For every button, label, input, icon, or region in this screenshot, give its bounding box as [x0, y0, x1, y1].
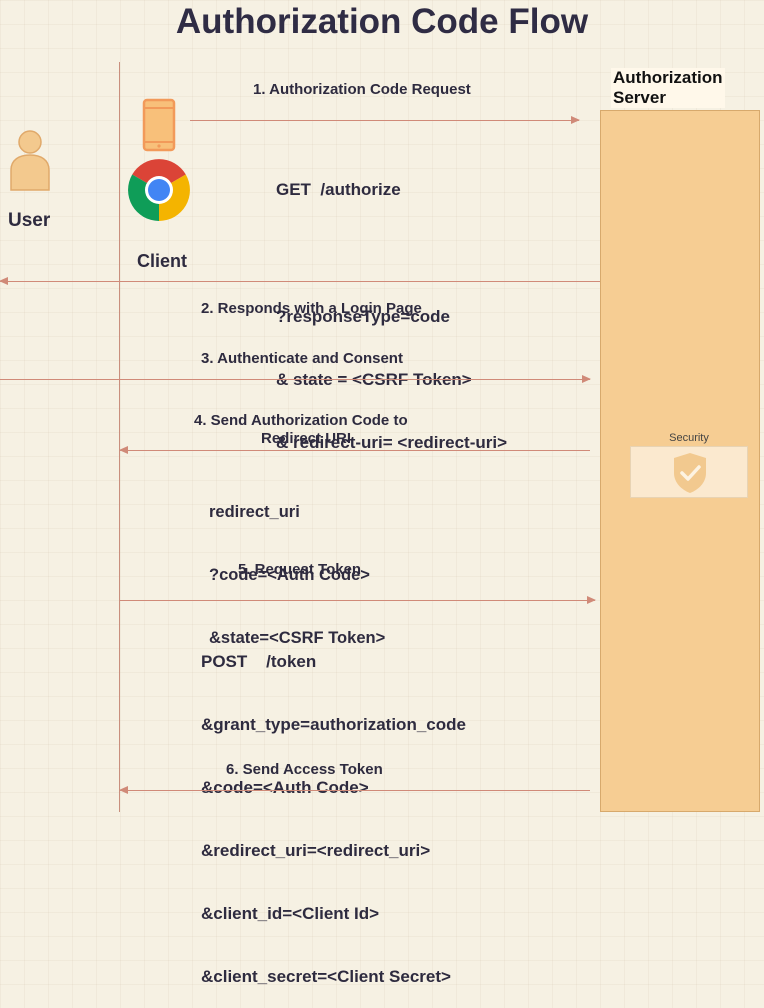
token-line-client-secret: &client_secret=<Client Secret> — [201, 967, 451, 986]
step-2-arrow — [0, 277, 600, 285]
phone-icon — [142, 98, 176, 152]
person-icon — [10, 130, 50, 191]
authorize-request-block: GET /authorize ?responseType=code & stat… — [276, 137, 507, 474]
security-label: Security — [669, 432, 709, 444]
step-6-label: 6. Send Access Token — [226, 761, 383, 778]
diagram-title: Authorization Code Flow — [175, 2, 589, 41]
request-line-get: GET /authorize — [276, 180, 401, 199]
step-4-label-line2: Redirect URI — [261, 430, 352, 447]
request-line-redirect-uri: & redirect-uri= <redirect-uri> — [276, 433, 508, 452]
step-6-arrow — [119, 786, 590, 794]
step-4-arrow — [119, 446, 590, 454]
redirect-line-uri: redirect_uri — [209, 503, 300, 521]
redirect-line-code: ?code=<Auth Code> — [209, 566, 370, 584]
token-request-block: POST /token &grant_type=authorization_co… — [201, 609, 466, 1008]
server-label-line1: Authorization — [613, 68, 723, 87]
step-3-label: 3. Authenticate and Consent — [201, 350, 403, 367]
step-4-label-line1: 4. Send Authorization Code to — [194, 412, 408, 429]
redirect-line-state: &state=<CSRF Token> — [209, 629, 386, 647]
server-label-line2: Server — [613, 88, 666, 107]
token-line-code: &code=<Auth Code> — [201, 778, 369, 797]
shield-check-icon — [674, 453, 706, 493]
step-1-label: 1. Authorization Code Request — [253, 81, 471, 98]
step-5-label: 5. Request Token — [238, 561, 362, 578]
client-label: Client — [137, 251, 188, 271]
step-3-arrow — [0, 375, 591, 383]
request-line-response-type: ?responseType=code — [276, 307, 450, 326]
chrome-icon — [128, 159, 190, 221]
user-label: User — [8, 210, 51, 231]
token-line-grant-type: &grant_type=authorization_code — [201, 715, 466, 734]
step-2-label: 2. Responds with a Login Page — [201, 300, 422, 317]
step-1-arrow — [190, 116, 580, 124]
token-line-client-id: &client_id=<Client Id> — [201, 904, 380, 923]
token-line-post: POST /token — [201, 652, 317, 671]
token-line-redirect-uri: &redirect_uri=<redirect_uri> — [201, 841, 431, 860]
authorization-server-label: Authorization Server — [611, 68, 725, 108]
step-5-arrow — [120, 596, 596, 604]
client-lifeline — [119, 62, 120, 812]
security-badge — [630, 446, 748, 498]
redirect-block: redirect_uri ?code=<Auth Code> &state=<C… — [209, 460, 385, 670]
